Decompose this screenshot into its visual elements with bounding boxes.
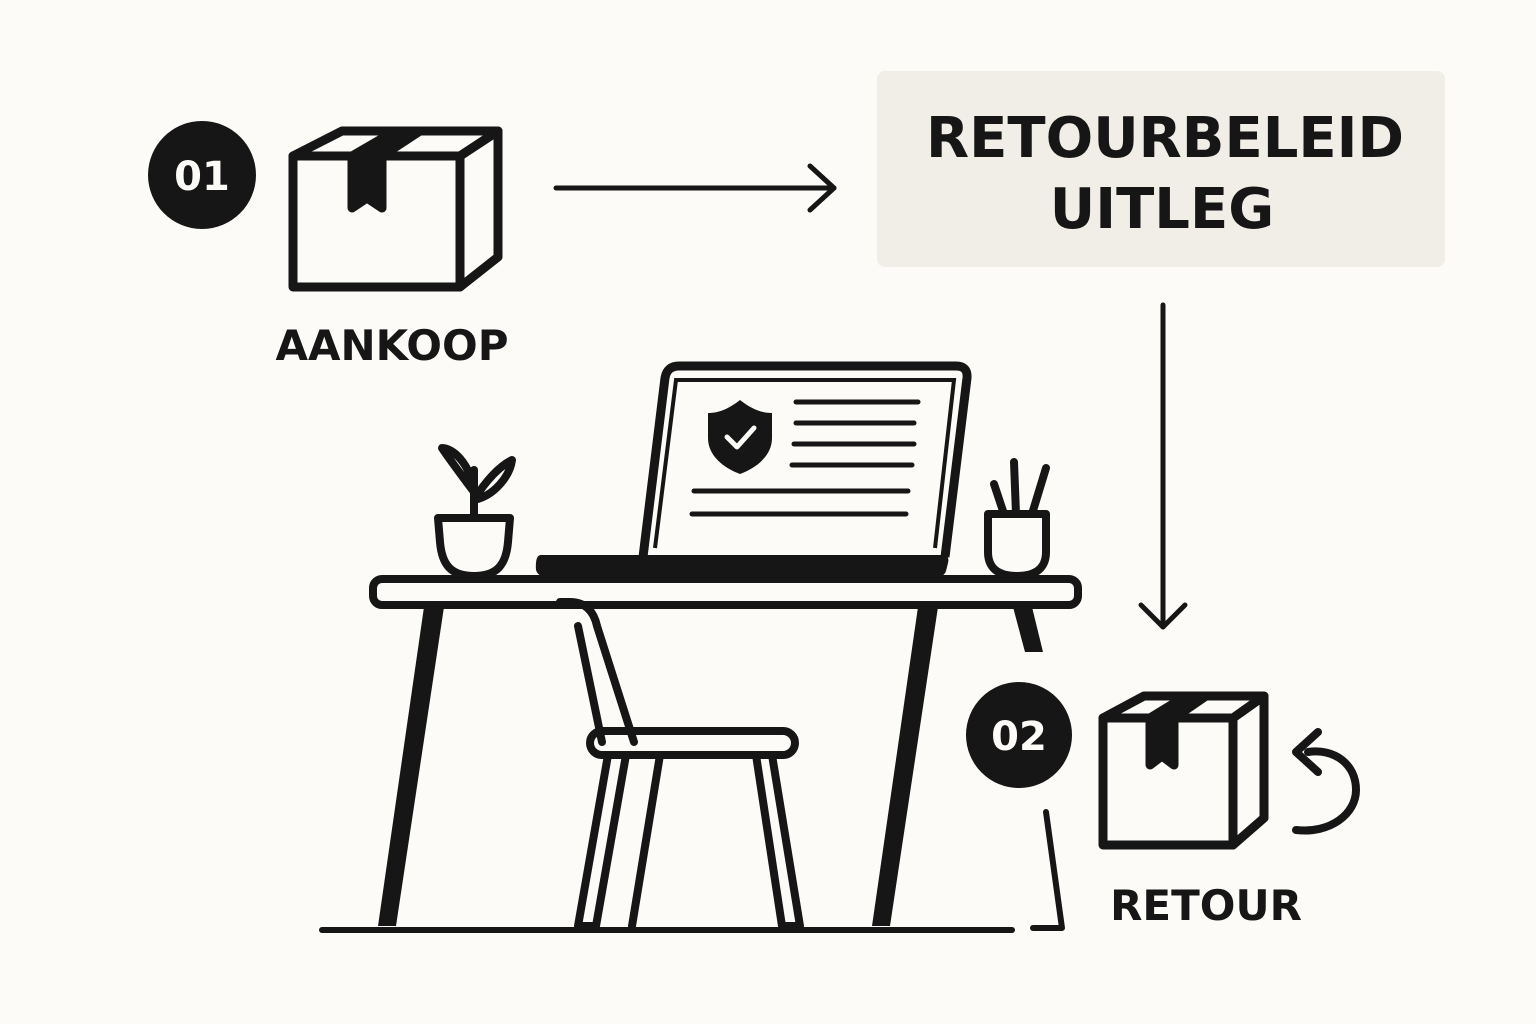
screen-text-lines [689, 399, 921, 517]
step-02: 02 RETOUR [966, 682, 1360, 930]
arrow-right-icon [553, 163, 837, 213]
policy-panel-background [877, 71, 1445, 267]
step-01-number: 01 [174, 154, 230, 200]
desk-icon [369, 575, 1082, 926]
return-arrow-icon [1292, 728, 1360, 835]
policy-panel-line2: UITLEG [1050, 177, 1274, 242]
policy-panel: RETOURBELEID UITLEG [877, 71, 1445, 267]
step-02-label: RETOUR [1110, 881, 1302, 930]
step-01-badge [148, 121, 256, 229]
step-02-number: 02 [991, 714, 1047, 760]
package-box-icon [1098, 691, 1269, 850]
arrow-down-icon [1138, 302, 1188, 630]
step-01-label: AANKOOP [275, 321, 508, 370]
corner-bracket [1030, 809, 1065, 931]
package-box-icon [288, 126, 503, 292]
shield-check-icon [708, 400, 772, 474]
pencil-cup-icon [984, 458, 1050, 580]
step-02-badge [966, 682, 1072, 788]
plant-pot-icon [434, 444, 516, 580]
policy-panel-line1: RETOURBELEID [926, 106, 1404, 171]
step-01: 01 AANKOOP [148, 121, 509, 370]
laptop-icon [535, 361, 972, 577]
chair-icon [556, 598, 804, 930]
